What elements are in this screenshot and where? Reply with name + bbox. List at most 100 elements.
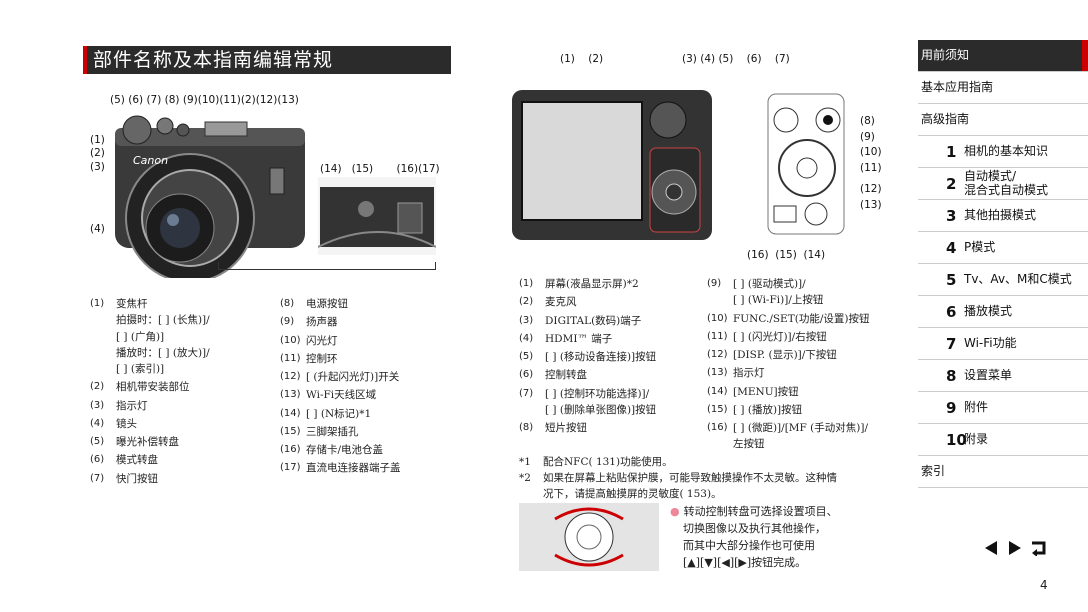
parts-list-item: (5)曝光补偿转盘: [90, 434, 210, 450]
part-number: (3): [519, 314, 534, 326]
part-number: (2): [90, 381, 105, 393]
sidebar-item[interactable]: 8 设置菜单: [918, 360, 1088, 392]
part-label: [ ] (控制环功能选择)]/: [545, 387, 650, 400]
parts-list-item: (2)相机带安装部位: [90, 379, 210, 395]
part-number: (1): [90, 298, 105, 309]
part-number: (7): [519, 387, 534, 399]
sidebar-item-label: 基本应用指南: [921, 79, 994, 94]
back-parts-list-2: (9)[ ] (驱动模式)]/[ ] (Wi-Fi)]/上按钮(10)FUNC.…: [707, 276, 869, 455]
parts-list-item: (7)[ ] (控制环功能选择)]/[ ] (删除单张图像)]按钮: [519, 386, 656, 419]
parts-list-item: (8)短片按钮: [519, 420, 656, 436]
part-label: 变焦杆: [116, 298, 148, 310]
sidebar-item[interactable]: 6 播放模式: [918, 296, 1088, 328]
part-number: (5): [519, 351, 534, 363]
sidebar-item[interactable]: 用前须知: [918, 40, 1088, 72]
chapter-number: 9: [946, 398, 957, 417]
part-sublabel: 播放时：[ ] (放大)]/: [116, 346, 210, 359]
sidebar-item-label: 其他拍摄模式: [964, 207, 1037, 222]
sidebar-item[interactable]: 9 附件: [918, 392, 1088, 424]
parts-list-item: (11) 控制环: [280, 351, 401, 367]
sidebar-item[interactable]: 索引: [918, 456, 1088, 488]
part-label: 闪光灯: [306, 334, 338, 347]
chapter-number: 5: [946, 270, 957, 289]
chapter-number: 6: [946, 302, 957, 321]
parts-list-item: (1)变焦杆拍摄时：[ ] (长焦)]/[ ] (广角)]播放时：[ ] (放大…: [90, 296, 210, 377]
page-number: 4: [1040, 578, 1048, 592]
chapter-number: 8: [946, 366, 957, 385]
part-number: (12): [707, 349, 728, 361]
front-callout-1: (1): [90, 134, 105, 146]
part-label: 控制环: [306, 352, 338, 365]
part-label: 直流电连接器端子盖: [306, 462, 401, 475]
front-callout-3: (3): [90, 161, 105, 173]
part-label: [ ] (闪光灯)]/右按钮: [733, 330, 827, 343]
part-label: [DISP. (显示)]/下按钮: [733, 349, 837, 362]
control-dial-figure: [519, 503, 659, 571]
front-parts-list-1: (1)变焦杆拍摄时：[ ] (长焦)]/[ ] (广角)]播放时：[ ] (放大…: [90, 296, 210, 489]
part-number: (15): [280, 425, 301, 437]
parts-list-item: (1)屏幕(液晶显示屏)*2: [519, 276, 656, 292]
part-number: (11): [280, 352, 301, 364]
chapter-number: 3: [946, 206, 957, 225]
camera-front-illustration: Canon: [115, 115, 305, 283]
parts-list-item: (15)[ ] (播放)]按钮: [707, 402, 869, 418]
parts-list-item: (6)控制转盘: [519, 367, 656, 383]
sidebar-item-label: Wi-Fi功能: [964, 335, 1017, 350]
next-page-icon[interactable]: [1006, 539, 1024, 557]
parts-list-item: (4)HDMI™ 端子: [519, 331, 656, 347]
parts-list-item: (10)FUNC./SET(功能/设置)按钮: [707, 311, 869, 327]
part-label: 存储卡/电池仓盖: [306, 444, 384, 457]
part-label: HDMI™ 端子: [545, 332, 613, 345]
part-number: (8): [280, 298, 295, 309]
page-navigation: [982, 539, 1048, 557]
part-label: 麦克风: [545, 296, 577, 309]
part-label: 镜头: [116, 417, 137, 430]
part-number: (12): [280, 371, 301, 383]
page-title: 部件名称及本指南编辑常规: [83, 46, 451, 74]
part-label: [ (升起闪光灯)]开关: [306, 371, 400, 384]
part-number: (6): [90, 454, 105, 466]
part-label: [ ] (驱动模式)]/: [733, 278, 806, 290]
part-number: (14): [280, 407, 301, 419]
back-camera-figure: [508, 80, 723, 250]
sidebar-item-label: 附件: [964, 399, 989, 414]
sidebar-item[interactable]: 高级指南: [918, 104, 1088, 136]
sidebar-item-label: 设置菜单: [964, 367, 1013, 382]
parts-list-item: (13)指示灯: [707, 365, 869, 381]
back-callouts-bottom: (16) (15) (14): [747, 249, 826, 261]
prev-page-icon[interactable]: [982, 539, 1000, 557]
parts-list-item: (8) 电源按钮: [280, 296, 401, 312]
control-dial-note: ●转动控制转盘可选择设置项目、 切换图像以及执行其他操作， 而其中大部分操作也可…: [670, 505, 838, 570]
part-label: DIGITAL(数码)端子: [545, 314, 642, 327]
parts-list-item: (6) 模式转盘: [90, 452, 210, 468]
part-number: (9): [707, 278, 722, 289]
sidebar-item[interactable]: 基本应用指南: [918, 72, 1088, 104]
part-label: 指示灯: [116, 399, 148, 412]
parts-list-item: (12) [ (升起闪光灯)]开关: [280, 369, 401, 385]
front-callout-2: (2): [90, 147, 105, 159]
sidebar-item[interactable]: 3 其他拍摄模式: [918, 200, 1088, 232]
part-number: (8): [519, 422, 534, 434]
part-label: 指示灯: [733, 367, 765, 380]
parts-list-item: (11)[ ] (闪光灯)]/右按钮: [707, 329, 869, 345]
part-label: 屏幕(液晶显示屏)*2: [545, 278, 639, 290]
sidebar-item-label: 混合式自动模式: [964, 182, 1049, 197]
sidebar-item-label: 相机的基本知识: [964, 143, 1049, 158]
parts-list-item: (13)Wi-Fi天线区域: [280, 387, 401, 403]
sidebar-item-label: 高级指南: [921, 111, 970, 126]
part-number: (10): [280, 334, 301, 346]
sidebar-item-label: 索引: [921, 463, 946, 478]
part-number: (17): [280, 462, 301, 474]
part-label: 模式转盘: [116, 454, 158, 467]
sidebar-item-label: 播放模式: [964, 303, 1013, 318]
parts-list-item: (12) [DISP. (显示)]/下按钮: [707, 347, 869, 363]
return-icon[interactable]: [1030, 539, 1048, 557]
part-label: [ ] (N标记)*1: [306, 407, 372, 420]
part-label: 电源按钮: [306, 298, 348, 310]
